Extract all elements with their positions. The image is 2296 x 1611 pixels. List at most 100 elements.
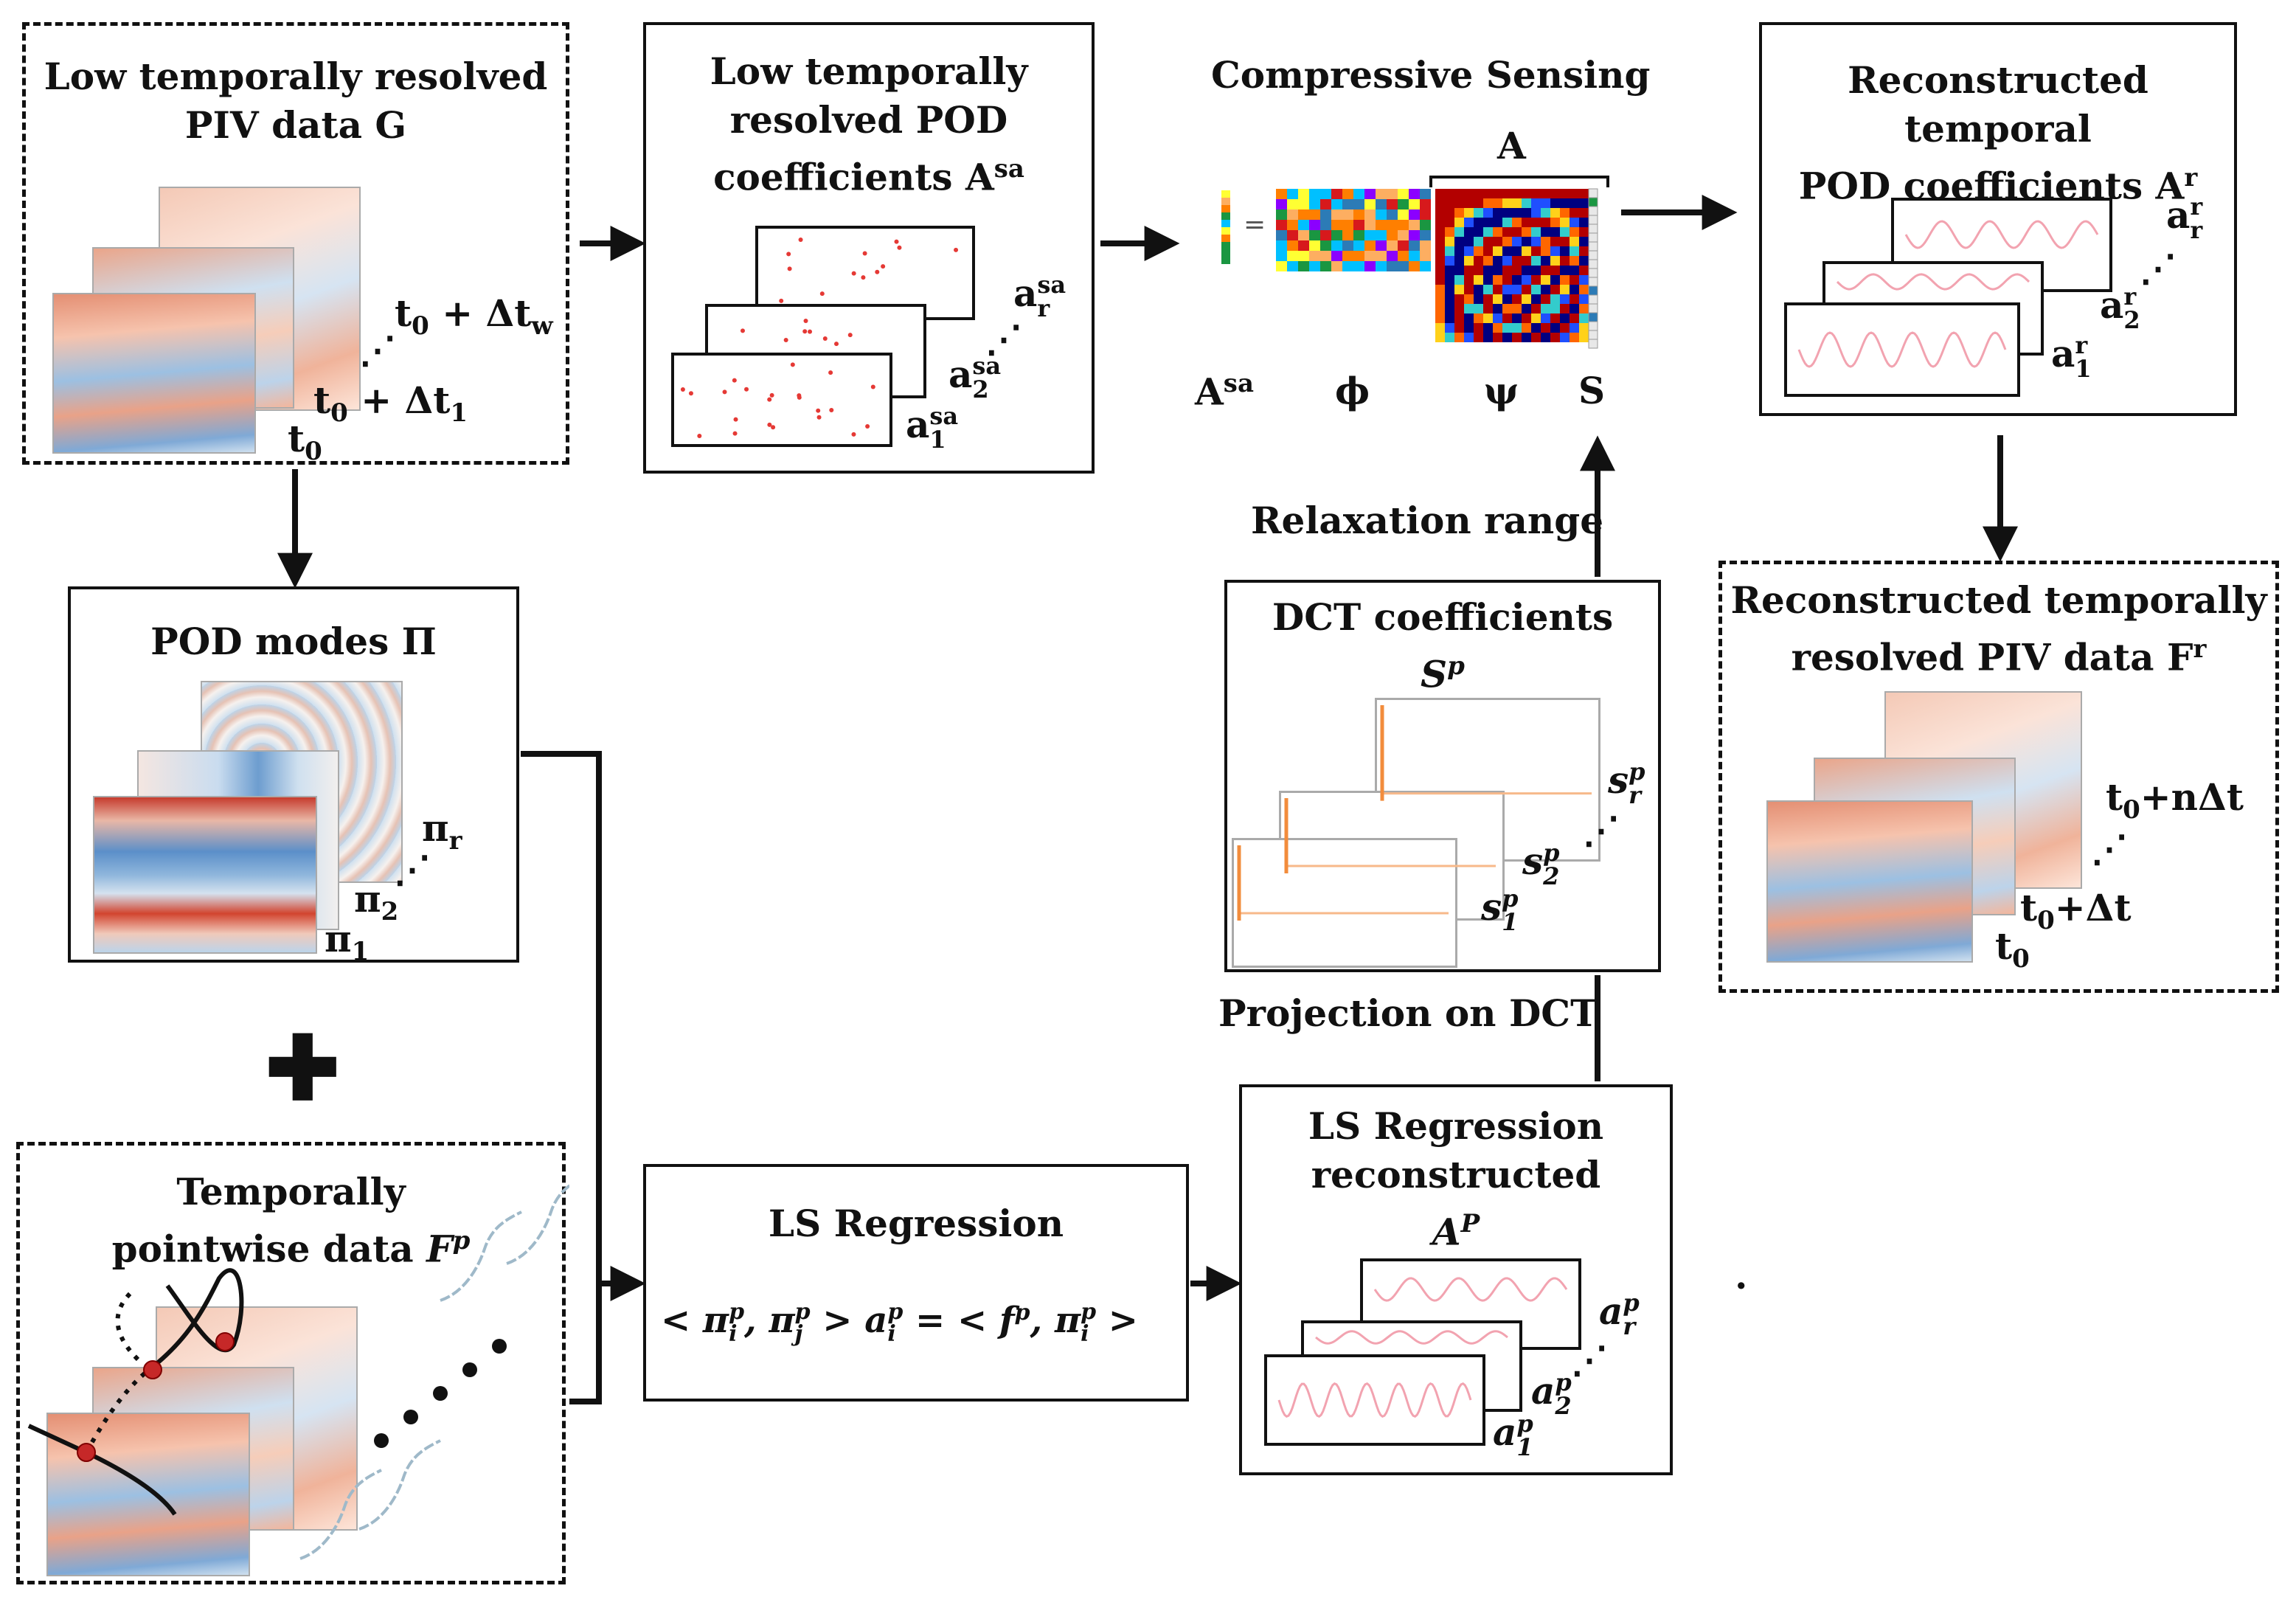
pod-coeff-low-title-line2: resolved POD [729, 98, 1008, 142]
pod-coeff-low-title-line1: Low temporally [710, 49, 1028, 93]
phi-cell [1364, 230, 1376, 240]
time-series-curve [506, 1184, 569, 1265]
psi-cell [1550, 323, 1560, 333]
psi-cell [1531, 323, 1541, 333]
psi-cell [1550, 256, 1560, 266]
relaxation-range-label: Relaxation range [1251, 499, 1604, 542]
psi-cell [1435, 333, 1445, 342]
phi-cell [1342, 230, 1353, 240]
psi-cell [1502, 189, 1512, 198]
psi-cell [1474, 237, 1483, 246]
sample-dot [790, 362, 795, 367]
psi-cell [1445, 208, 1454, 218]
wave-curve [1373, 1277, 1568, 1302]
psi-cell [1512, 333, 1522, 342]
psi-cell [1502, 237, 1512, 246]
psi-cell [1560, 218, 1570, 227]
phi-cell [1298, 220, 1309, 230]
psi-cell [1483, 304, 1493, 313]
psi-cell [1560, 189, 1570, 198]
phi-cell [1331, 209, 1342, 220]
psi-cell [1570, 256, 1579, 266]
psi-cell [1464, 189, 1474, 198]
psi-cell [1531, 294, 1541, 304]
pod-modes-title: POD modes Π [150, 620, 437, 663]
phi-cell [1342, 240, 1353, 251]
dct-title-line2: Sp [1421, 651, 1465, 696]
psi-cell [1445, 198, 1454, 208]
phi-cell [1287, 240, 1298, 251]
asa-cell [1221, 257, 1230, 264]
psi-cell [1435, 294, 1445, 304]
psi-cell [1493, 227, 1502, 237]
psi-cell [1522, 227, 1531, 237]
psi-cell [1502, 246, 1512, 256]
psi-cell [1550, 218, 1560, 227]
ellipsis-dot [374, 1433, 389, 1448]
psi-cell [1474, 294, 1483, 304]
phi-cell [1331, 261, 1342, 271]
psi-cell [1445, 323, 1454, 333]
phi-cell [1398, 261, 1409, 271]
psi-cell [1570, 208, 1579, 218]
psi-cell [1522, 266, 1531, 275]
pod-coeff-low-title-line3: coefficients Asa [713, 154, 1024, 199]
dots-icon: ⋰ [1571, 1338, 1608, 1382]
psi-cell [1435, 237, 1445, 246]
psi-cell [1474, 208, 1483, 218]
phi-cell [1309, 220, 1320, 230]
psi-cell [1512, 285, 1522, 294]
phi-cell [1409, 209, 1420, 220]
sample-dot [875, 269, 880, 274]
phi-cell [1298, 209, 1309, 220]
psi-cell [1435, 218, 1445, 227]
psi-cell [1474, 256, 1483, 266]
psi-cell [1531, 227, 1541, 237]
psi-cell [1454, 198, 1464, 208]
phi-cell [1320, 220, 1331, 230]
phi-cell [1331, 230, 1342, 240]
psi-cell [1512, 227, 1522, 237]
psi-cell [1445, 227, 1454, 237]
phi-cell [1398, 240, 1409, 251]
psi-cell [1522, 218, 1531, 227]
psi-cell [1570, 323, 1579, 333]
sample-dot [767, 422, 772, 427]
psi-cell [1541, 294, 1550, 304]
phi-cell [1376, 189, 1387, 199]
psi-cell [1502, 208, 1512, 218]
phi-cell [1409, 199, 1420, 209]
phi-cell [1287, 230, 1298, 240]
psi-cell [1522, 189, 1531, 198]
phi-cell [1387, 189, 1398, 199]
phi-cell [1420, 251, 1431, 261]
psi-cell [1512, 256, 1522, 266]
ls-rec-title-line1: LS Regression [1308, 1104, 1604, 1148]
psi-cell [1464, 208, 1474, 218]
phi-label: ϕ [1335, 369, 1370, 412]
sample-dot [862, 251, 867, 256]
phi-cell [1398, 220, 1409, 230]
ls-rec-title-line2: reconstructed [1311, 1153, 1601, 1196]
probe-line [27, 1424, 177, 1516]
projection-on-dct-label: Projection on DCT [1218, 991, 1598, 1035]
phi-cell [1287, 189, 1298, 199]
psi-cell [1579, 304, 1589, 313]
psi-cell [1541, 304, 1550, 313]
sample-dot [688, 391, 693, 396]
psi-cell [1493, 218, 1502, 227]
psi-cell [1483, 333, 1493, 342]
psi-cell [1464, 285, 1474, 294]
phi-cell [1276, 209, 1287, 220]
phi-cell [1331, 251, 1342, 261]
psi-cell [1454, 218, 1464, 227]
psi-cell [1560, 275, 1570, 285]
psi-cell [1579, 266, 1589, 275]
psi-cell [1579, 313, 1589, 323]
phi-cell [1287, 261, 1298, 271]
piv-rec-title: Reconstructed temporally resolved PIV da… [1722, 576, 2275, 682]
asa-cell [1221, 212, 1230, 220]
